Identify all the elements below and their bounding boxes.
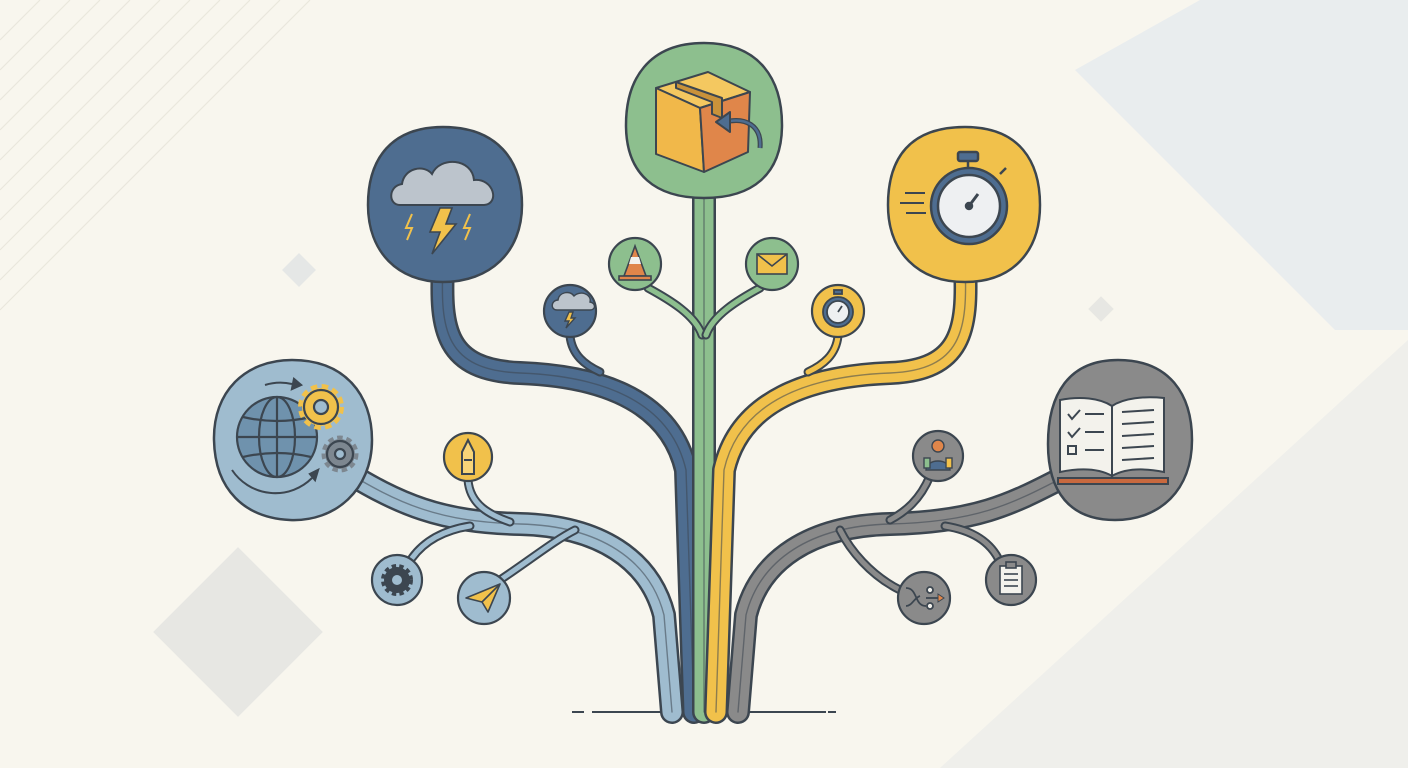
- node-timing: [886, 125, 1042, 284]
- bg-panel-bottom-right: [940, 340, 1408, 768]
- node-global-operations: [212, 358, 374, 522]
- paper-plane-icon: [465, 583, 501, 613]
- node-returns: [624, 41, 784, 200]
- bg-diamond-small-2: [1088, 296, 1114, 322]
- twig-node-person: [911, 429, 965, 483]
- node-documentation: [1046, 358, 1194, 522]
- twig-node-small-stopwatch: [810, 283, 866, 339]
- bg-panel-top-right: [1075, 0, 1408, 330]
- open-book-icon: [1057, 396, 1169, 485]
- stopwatch-icon: [900, 150, 1009, 246]
- clipboard-icon: [999, 561, 1023, 595]
- twig-node-small-storm: [542, 283, 598, 339]
- envelope-icon: [756, 253, 788, 275]
- bg-diamond-large: [153, 547, 323, 717]
- branch-disruptions: [430, 253, 706, 724]
- storm-cloud-icon: [390, 160, 495, 255]
- traffic-cone-icon: [618, 243, 652, 281]
- twig-node-envelope: [744, 236, 800, 292]
- globe-gears-icon: [231, 376, 359, 495]
- twig-node-traffic-cone: [607, 236, 663, 292]
- branch-timing: [704, 253, 978, 724]
- diagonal-stripes: [0, 0, 311, 311]
- gear-icon: [381, 564, 413, 596]
- bg-diamond-small-1: [282, 253, 316, 287]
- twig-node-pencil: [442, 431, 494, 483]
- twig-node-paper-plane: [456, 570, 512, 626]
- return-package-icon: [655, 71, 763, 173]
- person-icon: [923, 439, 953, 471]
- twig-node-gear: [370, 553, 424, 607]
- connector-icon: [905, 586, 945, 610]
- small-stopwatch-icon: [822, 289, 854, 328]
- twig-connectors: [407, 283, 1005, 595]
- twig-node-clipboard: [984, 553, 1038, 607]
- pencil-icon: [461, 437, 475, 475]
- twig-node-connector: [896, 570, 952, 626]
- node-disruptions: [366, 125, 524, 284]
- branch-global-operations: [328, 456, 684, 724]
- small-storm-cloud-icon: [551, 291, 596, 329]
